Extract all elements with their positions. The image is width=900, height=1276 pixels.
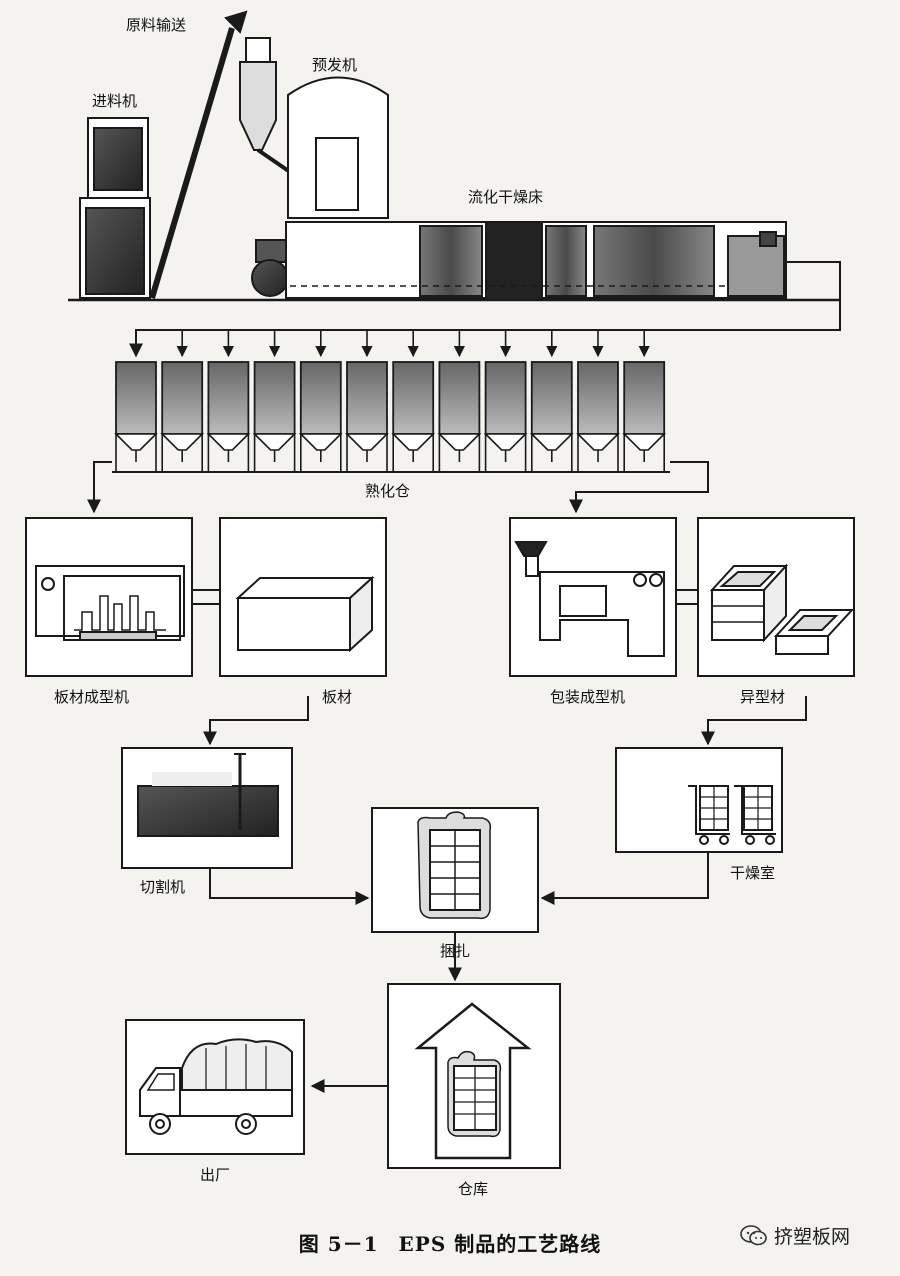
shipping-label: 出厂 bbox=[200, 1166, 230, 1184]
silo bbox=[437, 361, 482, 472]
aging-silos bbox=[114, 361, 667, 472]
warehouse-box bbox=[387, 983, 561, 1169]
feeder-machine bbox=[79, 117, 151, 299]
feeder-label: 进料机 bbox=[92, 92, 137, 110]
silo bbox=[622, 361, 667, 472]
silo bbox=[114, 361, 158, 472]
silo bbox=[391, 361, 436, 472]
board-molder-label: 板材成型机 bbox=[54, 688, 129, 706]
shaped-part-box bbox=[697, 517, 855, 677]
watermark-text: 挤塑板网 bbox=[774, 1226, 851, 1248]
drying-room-label: 干燥室 bbox=[730, 864, 775, 882]
board-label: 板材 bbox=[322, 688, 352, 706]
package-molder-box bbox=[509, 517, 677, 677]
cutter-box bbox=[121, 747, 293, 869]
drying-room-box bbox=[615, 747, 783, 853]
silo bbox=[160, 361, 205, 472]
silo bbox=[483, 361, 528, 472]
watermark: 挤塑板网 bbox=[740, 1222, 850, 1249]
package-molder-label: 包装成型机 bbox=[550, 688, 625, 706]
fluid-bed-label: 流化干燥床 bbox=[468, 188, 543, 206]
cyclone-hopper bbox=[239, 37, 292, 174]
silo-output-left bbox=[87, 461, 112, 514]
figure-number: 图 5－1 bbox=[298, 1232, 379, 1256]
figure-title: EPS 制品的工艺路线 bbox=[398, 1232, 602, 1256]
silo-feed-arrows bbox=[176, 330, 650, 358]
conveyor-label: 原料输送 bbox=[126, 16, 186, 34]
connector-package bbox=[676, 589, 698, 605]
bundling-box bbox=[371, 807, 539, 933]
figure-caption: 图 5－1 EPS 制品的工艺路线 bbox=[0, 1228, 900, 1257]
board-molder-box bbox=[25, 517, 193, 677]
flow-cutter-to-bundling bbox=[209, 868, 370, 905]
aging-silo-label: 熟化仓 bbox=[365, 482, 410, 500]
transfer-pipe bbox=[129, 261, 841, 358]
cutter-label: 切割机 bbox=[140, 878, 185, 896]
shipping-box bbox=[125, 1019, 305, 1155]
silo bbox=[252, 361, 297, 472]
flow-drying-to-bundling bbox=[540, 852, 709, 905]
silo-output-right bbox=[569, 461, 709, 514]
blower-fan bbox=[251, 239, 289, 297]
preexpander-label: 预发机 bbox=[312, 56, 357, 74]
wechat-icon bbox=[740, 1224, 767, 1245]
raw-material-conveyor bbox=[149, 10, 248, 299]
silo bbox=[206, 361, 251, 472]
shaped-part-label: 异型材 bbox=[740, 688, 785, 706]
silo bbox=[576, 361, 620, 472]
production-line bbox=[68, 10, 840, 302]
silo bbox=[298, 361, 343, 472]
board-box bbox=[219, 517, 387, 677]
flow-shaped-to-drying bbox=[701, 696, 807, 746]
warehouse-label: 仓库 bbox=[458, 1180, 488, 1198]
pre-expander bbox=[287, 76, 389, 219]
flow-board-to-cutter bbox=[203, 696, 309, 746]
fluid-bed-dryer bbox=[285, 221, 787, 301]
silo bbox=[529, 361, 574, 472]
connector-board bbox=[192, 589, 220, 605]
silo bbox=[345, 361, 389, 472]
